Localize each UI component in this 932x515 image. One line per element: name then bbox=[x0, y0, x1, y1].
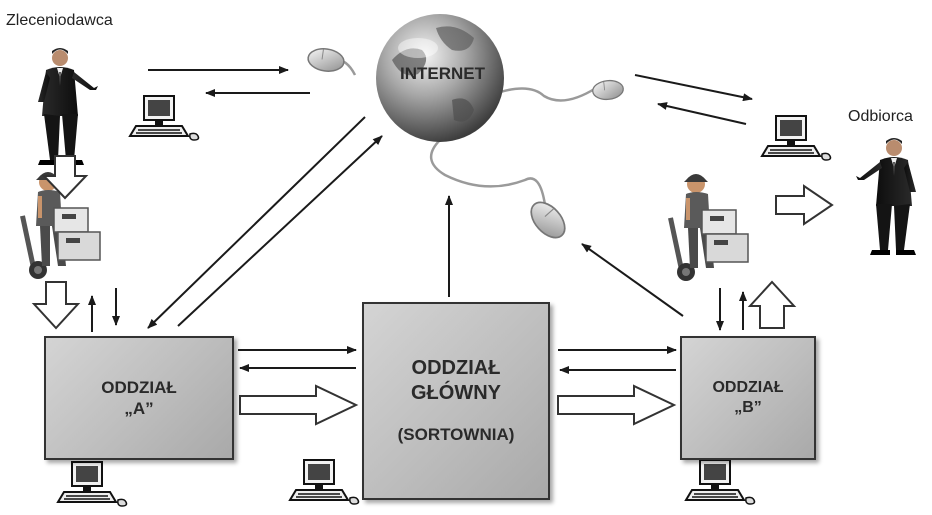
courier-with-hand-truck-icon bbox=[667, 173, 749, 282]
branch-b-letter: „B” bbox=[734, 399, 762, 416]
sender-label: Zleceniodawca bbox=[6, 12, 113, 29]
hollow-arrow-icon bbox=[747, 280, 797, 329]
main-branch-subtitle: GŁÓWNY bbox=[411, 382, 501, 405]
recipient-label: Odbiorca bbox=[848, 108, 913, 125]
hollow-arrow-icon bbox=[41, 155, 89, 200]
arrows bbox=[88, 66, 753, 374]
computer-mouse-icon bbox=[523, 195, 573, 245]
cable-bottom bbox=[430, 139, 547, 206]
computer-icon bbox=[685, 459, 756, 505]
hollow-arrows bbox=[31, 155, 834, 426]
hollow-arrow-icon bbox=[31, 281, 81, 330]
arrow-icon bbox=[177, 135, 383, 327]
main-branch-box: ODDZIAŁ GŁÓWNY (SORTOWNIA) bbox=[362, 302, 550, 500]
computer-icon bbox=[129, 95, 200, 141]
branch-b-title: ODDZIAŁ bbox=[712, 379, 784, 396]
computer-mouse-icon bbox=[305, 45, 347, 75]
globe-icon bbox=[376, 14, 504, 142]
arrow-icon bbox=[147, 116, 366, 329]
sender-businessman-icon bbox=[38, 48, 98, 165]
hollow-arrow-icon bbox=[775, 184, 834, 226]
branch-a-letter: „A” bbox=[124, 399, 154, 418]
arrow-icon bbox=[657, 102, 747, 125]
recipient-businessman-icon bbox=[856, 138, 916, 255]
internet-label: INTERNET bbox=[400, 64, 485, 83]
computer-icon bbox=[289, 459, 360, 505]
cable-right bbox=[487, 86, 597, 102]
computer-icon bbox=[761, 115, 832, 161]
main-branch-title: ODDZIAŁ bbox=[411, 357, 501, 380]
branch-b-box: ODDZIAŁ „B” bbox=[680, 336, 816, 460]
computer-mouse-icon bbox=[591, 78, 625, 102]
computer-icon bbox=[57, 461, 128, 507]
hollow-arrow-icon bbox=[557, 384, 677, 426]
arrow-icon bbox=[581, 243, 684, 317]
arrow-icon bbox=[634, 74, 753, 102]
branch-a-title: ODDZIAŁ bbox=[101, 377, 177, 397]
branch-a-box: ODDZIAŁ „A” bbox=[44, 336, 234, 460]
hollow-arrow-icon bbox=[239, 384, 359, 426]
main-branch-sorting-label: (SORTOWNIA) bbox=[397, 425, 515, 445]
